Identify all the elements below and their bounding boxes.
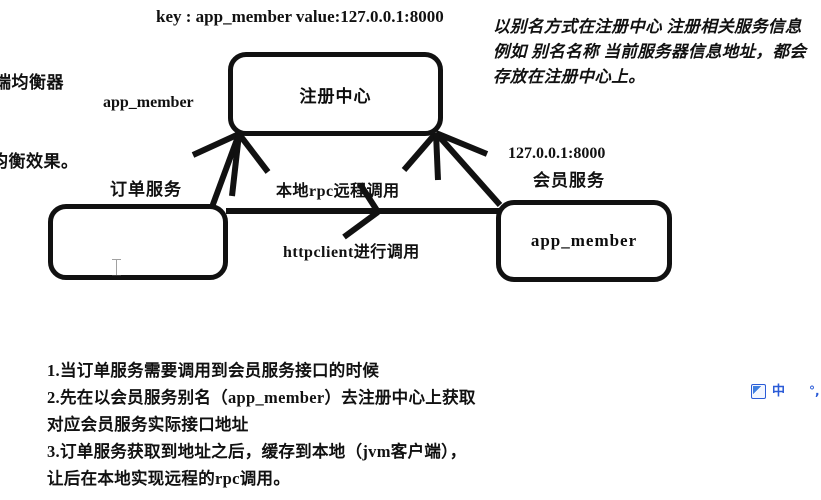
left-note-balancer: 端均衡器	[0, 73, 64, 92]
arrowhead-member-to-registry-barb-left	[401, 131, 439, 172]
alias-label-app-member: app_member	[103, 94, 194, 111]
left-note-balance-effect: 均衡效果。	[0, 152, 79, 171]
node-member-service-address: 127.0.0.1:8000	[508, 145, 606, 162]
node-member-service-caption: 会员服务	[533, 171, 605, 190]
ime-language-mode-button[interactable]: 中	[772, 383, 786, 399]
arrowhead-order-to-registry-stem	[229, 133, 242, 197]
step-line-1: 1.当订单服务需要调用到会员服务接口的时候	[47, 361, 380, 380]
arrowhead-order-to-registry-barb-left	[191, 131, 241, 158]
node-order-service[interactable]	[48, 204, 228, 280]
right-note-line-1: 以别名方式在注册中心 注册相关服务信息	[493, 17, 802, 36]
edge-label-httpclient: httpclient进行调用	[283, 244, 420, 261]
edge-label-local-rpc: 本地rpc远程调用	[276, 183, 400, 200]
ime-toolbar[interactable]: 中 °,	[748, 381, 821, 401]
arrowhead-order-to-registry-barb-right	[236, 132, 271, 174]
node-member-service[interactable]: app_member	[496, 200, 672, 282]
step-line-4: 3.订单服务获取到地址之后，缓存到本地（jvm客户端），	[47, 442, 467, 461]
step-line-2: 2.先在以会员服务别名（app_member）去注册中心上获取	[47, 388, 476, 407]
right-note-line-2: 例如 别名名称 当前服务器信息地址，都会	[493, 42, 807, 61]
step-line-5: 让后在本地实现远程的rpc调用。	[47, 469, 291, 488]
arrowhead-member-to-registry-barb-right	[434, 130, 489, 157]
top-key-value-label: key : app_member value:127.0.0.1:8000	[156, 7, 444, 26]
ime-punctuation-mode-button[interactable]: °,	[809, 384, 820, 398]
node-member-service-label: app_member	[530, 231, 638, 250]
edge-order-to-registry	[209, 132, 242, 209]
node-registry-center-label: 注册中心	[299, 86, 372, 106]
step-line-3: 对应会员服务实际接口地址	[47, 415, 249, 434]
text-caret	[112, 259, 121, 276]
edge-member-to-registry	[433, 131, 503, 207]
ime-half-width-moon-icon[interactable]	[791, 385, 803, 397]
node-registry-center[interactable]: 注册中心	[228, 52, 443, 136]
node-order-service-caption: 订单服务	[110, 180, 182, 199]
right-note-line-3: 存放在注册中心上。	[493, 67, 646, 86]
ime-logo-icon[interactable]	[751, 383, 766, 399]
arrowhead-member-to-registry-stem	[433, 132, 441, 181]
arrowhead-order-to-member-barb-bottom	[342, 209, 380, 240]
